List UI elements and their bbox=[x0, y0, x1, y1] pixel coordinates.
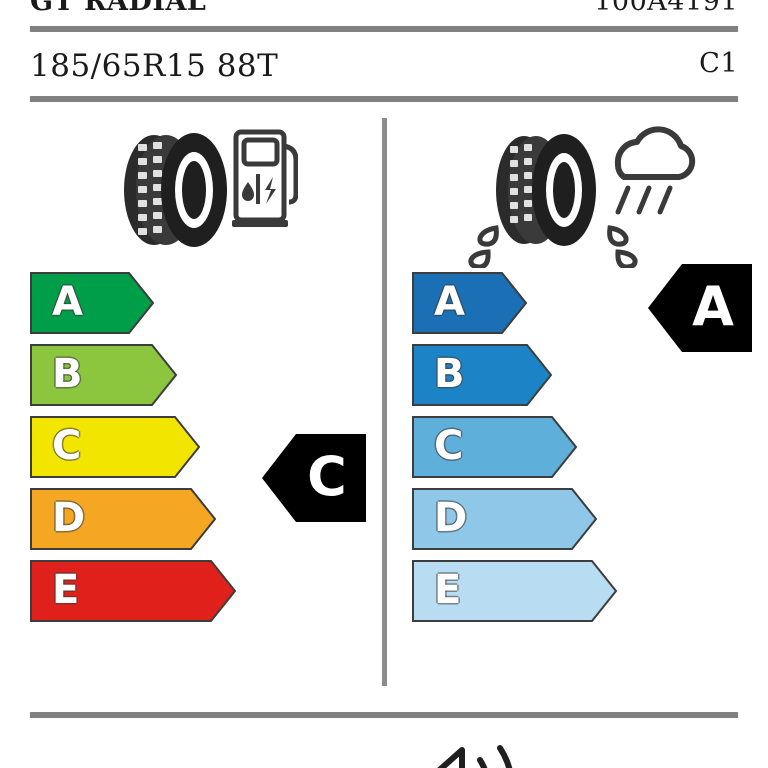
wet-grip-rating-pointer: A bbox=[648, 258, 752, 358]
wet-grip-icon-group bbox=[468, 118, 698, 268]
tyre-and-fuel-pump-icon bbox=[124, 129, 298, 247]
brand-name: GT RADIAL bbox=[30, 0, 207, 17]
fuel-efficiency-rating-letter: C bbox=[307, 445, 347, 508]
header-divider-middle bbox=[30, 96, 738, 102]
footer-divider bbox=[30, 712, 738, 718]
header-divider-top bbox=[30, 26, 738, 32]
panel-divider bbox=[382, 118, 387, 686]
header-brand-row: GT RADIAL 100A4191 bbox=[30, 0, 738, 20]
fuel-efficiency-rating-pointer: C bbox=[262, 428, 366, 528]
fuel-efficiency-icon-group bbox=[108, 120, 298, 260]
speaker-noise-icon bbox=[437, 745, 513, 768]
tyre-rain-cloud-splash-icon bbox=[468, 126, 696, 268]
product-code: 100A4191 bbox=[594, 0, 738, 17]
tyre-size: 185/65R15 88T bbox=[30, 48, 279, 84]
noise-icon-group bbox=[418, 736, 598, 768]
header-size-row: 185/65R15 88T C1 bbox=[30, 48, 738, 84]
wet-grip-rating-letter: A bbox=[692, 275, 734, 338]
tyre-class: C1 bbox=[699, 48, 738, 79]
